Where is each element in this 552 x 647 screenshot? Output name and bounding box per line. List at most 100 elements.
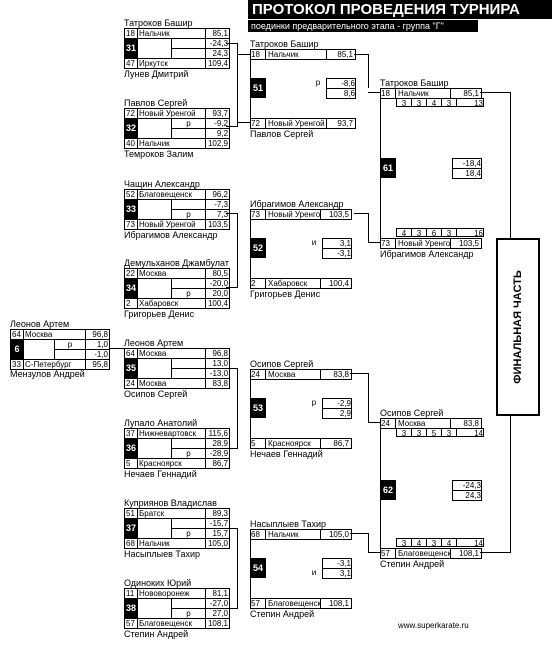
- competitor-number: 72: [123, 108, 139, 119]
- bracket-line: [250, 258, 251, 278]
- bout62-mid: 62 -24,3 24,3: [380, 480, 482, 501]
- score-value: -28,9: [205, 448, 231, 459]
- bout51-mid: 51 р -8,6 8,6: [250, 78, 356, 99]
- score-value: -15,7: [205, 518, 231, 529]
- page-subtitle: поединки предварительного этапа - группа…: [248, 20, 478, 32]
- score-value: 3,1: [322, 568, 352, 579]
- score-total: 13: [457, 98, 484, 108]
- competitor-number: 73: [381, 239, 396, 248]
- result-mark: [171, 128, 207, 139]
- bracket-line: [354, 213, 368, 214]
- competitor-number: 11: [123, 588, 139, 599]
- bracket-line: [380, 428, 381, 480]
- competitor-city: Нальчик: [266, 530, 321, 539]
- result-mark: р: [315, 78, 321, 87]
- score-value: -13,0: [205, 368, 231, 379]
- competitor-name: Нечаев Геннадий: [124, 469, 197, 479]
- bracket-line: [226, 528, 238, 529]
- result-mark: р: [311, 398, 317, 407]
- competitor-name: Нечаев Геннадий: [250, 449, 323, 459]
- score-value: 9,2: [205, 128, 231, 139]
- competitor-weight: 105,0: [328, 530, 349, 539]
- competitor-weight: 103,5: [205, 219, 231, 230]
- score-value: 20,0: [205, 288, 231, 299]
- bracket-line: [368, 213, 369, 243]
- bracket-line: [226, 608, 238, 609]
- bout-number: 38: [123, 598, 139, 619]
- result-mark: [171, 368, 207, 379]
- score-total: 14: [457, 428, 484, 438]
- bracket-line: [368, 552, 380, 553]
- competitor-name: Ибрагимов Александр: [250, 199, 344, 209]
- competitor-name: Осипов Сергей: [250, 359, 314, 369]
- bracket-line: [237, 368, 238, 448]
- competitor-number: 57: [381, 549, 396, 558]
- bout52-mid: 52 и 3,1 -3,1: [250, 238, 352, 259]
- score-value: 24,3: [452, 490, 482, 501]
- site-link[interactable]: www.superkarate.ru: [398, 621, 469, 630]
- competitor-number: 24: [251, 370, 266, 379]
- bracket-line: [480, 92, 510, 93]
- competitor-city: Новый Уренгой: [266, 119, 327, 128]
- competitor-number: 64: [10, 329, 24, 340]
- bout62-scores-bottom: 3 4 3 4 14: [396, 538, 484, 548]
- competitor-weight: 85,1: [337, 50, 353, 59]
- bout62-scores-top: 3 3 5 3 14: [396, 428, 484, 438]
- bracket-line: [237, 43, 238, 127]
- competitor-city: Москва: [266, 370, 321, 379]
- score-cell: 3: [396, 428, 412, 438]
- competitor-city: Москва: [137, 268, 207, 279]
- competitor-weight: 109,4: [205, 58, 231, 69]
- bracket-line: [350, 533, 368, 534]
- bout-number: 53: [250, 398, 266, 418]
- competitor-name: Павлов Сергей: [250, 129, 314, 139]
- competitor-name: Ибрагимов Александр: [124, 230, 218, 240]
- competitor-weight: 100,4: [328, 279, 349, 288]
- competitor-city: Новый Уренгой: [137, 219, 207, 230]
- result-mark: [171, 199, 207, 210]
- competitor-number: 37: [123, 428, 139, 439]
- competitor-weight: 86,7: [205, 458, 231, 469]
- competitor-city: Красноярск: [266, 439, 321, 448]
- result-mark: [171, 598, 207, 609]
- bracket-line: [368, 533, 369, 552]
- competitor-weight: 83,8: [333, 370, 349, 379]
- competitor-name: Лунев Дмитрий: [124, 69, 189, 79]
- competitor-name: Леонов Артем: [10, 319, 70, 329]
- bracket-line: [250, 578, 251, 598]
- bracket-line: [250, 538, 251, 558]
- score-cell: 3: [412, 98, 427, 108]
- bracket-line: [250, 58, 251, 78]
- competitor-weight: 85,1: [463, 89, 479, 98]
- bracket-line: [237, 528, 238, 608]
- competitor-city: Благовещенск: [268, 599, 321, 608]
- competitor-city: Нижневартовск: [137, 428, 207, 439]
- bracket-line: [354, 54, 368, 55]
- competitor-weight: 86,7: [333, 439, 349, 448]
- competitor-weight: 83,8: [205, 378, 231, 389]
- bout-number: 37: [123, 518, 139, 539]
- bracket-line: [350, 373, 368, 374]
- competitor-name: Куприянов Владислав: [124, 498, 217, 508]
- competitor-name: Татроков Башир: [250, 39, 319, 49]
- score-value: 27,0: [205, 608, 231, 619]
- competitor-name: Павлов Сергей: [124, 98, 188, 108]
- score-cell: 6: [427, 228, 442, 238]
- competitor-number: 5: [123, 458, 139, 469]
- competitor-name: Степин Андрей: [124, 629, 189, 639]
- score-cell: 3: [396, 98, 412, 108]
- result-mark: [171, 278, 207, 289]
- competitor-number: 73: [251, 210, 266, 219]
- competitor-number: 68: [251, 530, 266, 539]
- bout54-mid: 54 и -3,1 3,1: [250, 558, 352, 579]
- competitor-city: Москва: [23, 329, 86, 340]
- competitor-number: 73: [123, 219, 139, 230]
